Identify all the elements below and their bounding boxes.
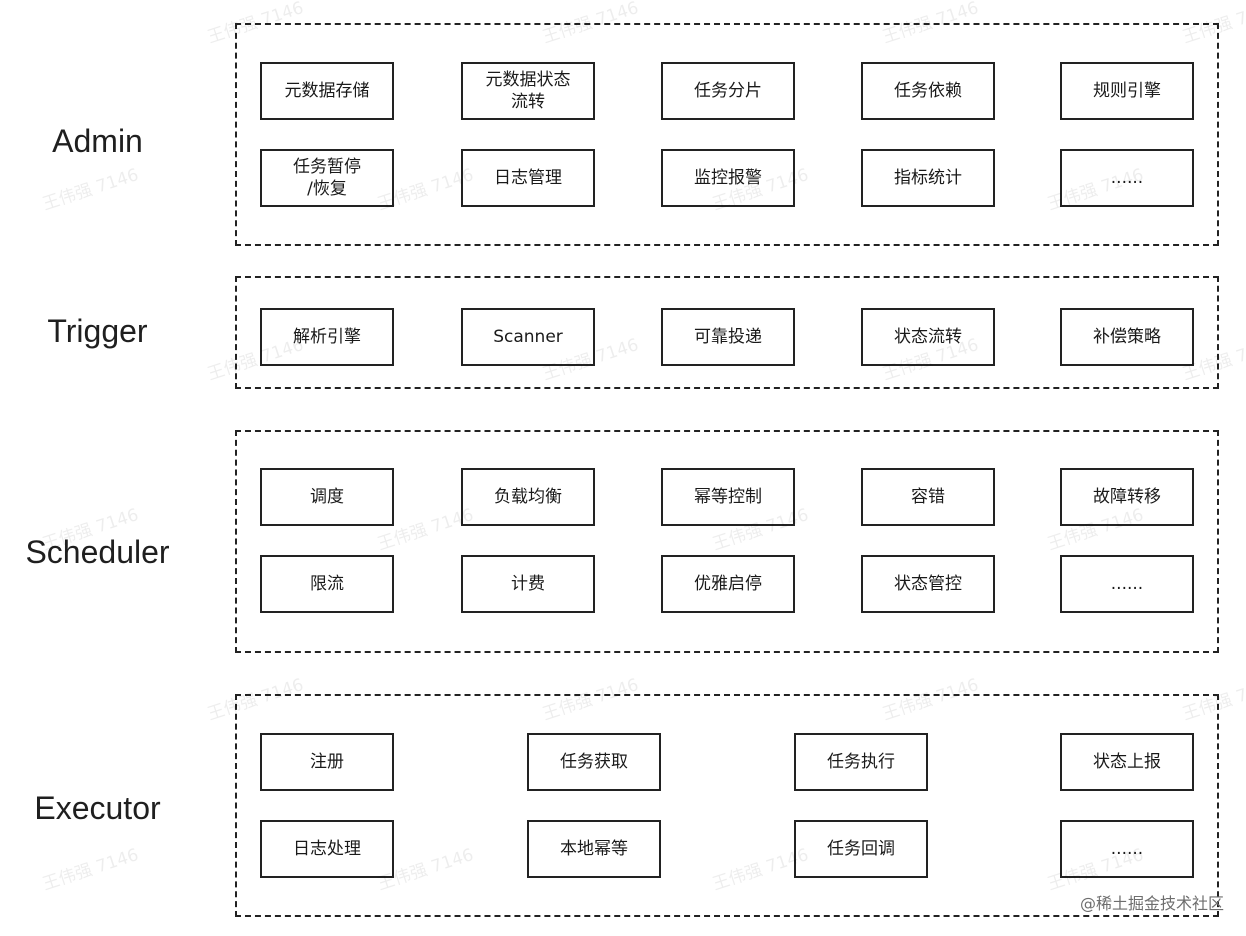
scheduler-module: 计费 [461,555,595,613]
executor-module: 注册 [260,733,394,791]
admin-module: 日志管理 [461,149,595,207]
executor-module: 任务获取 [527,733,661,791]
scheduler-module: 限流 [260,555,394,613]
admin-module: 指标统计 [861,149,995,207]
scheduler-module: 故障转移 [1060,468,1194,526]
executor-module: 状态上报 [1060,733,1194,791]
admin-module: 元数据状态 流转 [461,62,595,120]
scheduler-module: 调度 [260,468,394,526]
trigger-module: 解析引擎 [260,308,394,366]
scheduler-module: ...... [1060,555,1194,613]
admin-module: 任务依赖 [861,62,995,120]
executor-module: 任务回调 [794,820,928,878]
trigger-module: 可靠投递 [661,308,795,366]
scheduler-module: 幂等控制 [661,468,795,526]
executor-layer-label: Executor [34,790,161,826]
watermark-text: 王伟强 7146 [40,844,142,895]
admin-module: 规则引擎 [1060,62,1194,120]
trigger-module: Scanner [461,308,595,366]
admin-module: 任务暂停 /恢复 [260,149,394,207]
executor-module: ...... [1060,820,1194,878]
executor-layer-container [235,694,1219,917]
admin-module: ...... [1060,149,1194,207]
executor-module: 日志处理 [260,820,394,878]
watermark-text: 王伟强 7146 [40,164,142,215]
trigger-module: 补偿策略 [1060,308,1194,366]
admin-module: 元数据存储 [260,62,394,120]
executor-module: 本地幂等 [527,820,661,878]
scheduler-module: 状态管控 [861,555,995,613]
admin-module: 监控报警 [661,149,795,207]
executor-module: 任务执行 [794,733,928,791]
admin-layer-label: Admin [52,123,143,159]
scheduler-module: 容错 [861,468,995,526]
scheduler-layer-label: Scheduler [25,534,170,570]
scheduler-module: 负载均衡 [461,468,595,526]
scheduler-module: 优雅启停 [661,555,795,613]
source-credit: @稀土掘金技术社区 [1079,894,1224,913]
admin-layer-container [235,23,1219,246]
trigger-layer-container [235,276,1219,389]
scheduler-layer-container [235,430,1219,653]
admin-module: 任务分片 [661,62,795,120]
trigger-module: 状态流转 [861,308,995,366]
trigger-layer-label: Trigger [47,313,148,349]
